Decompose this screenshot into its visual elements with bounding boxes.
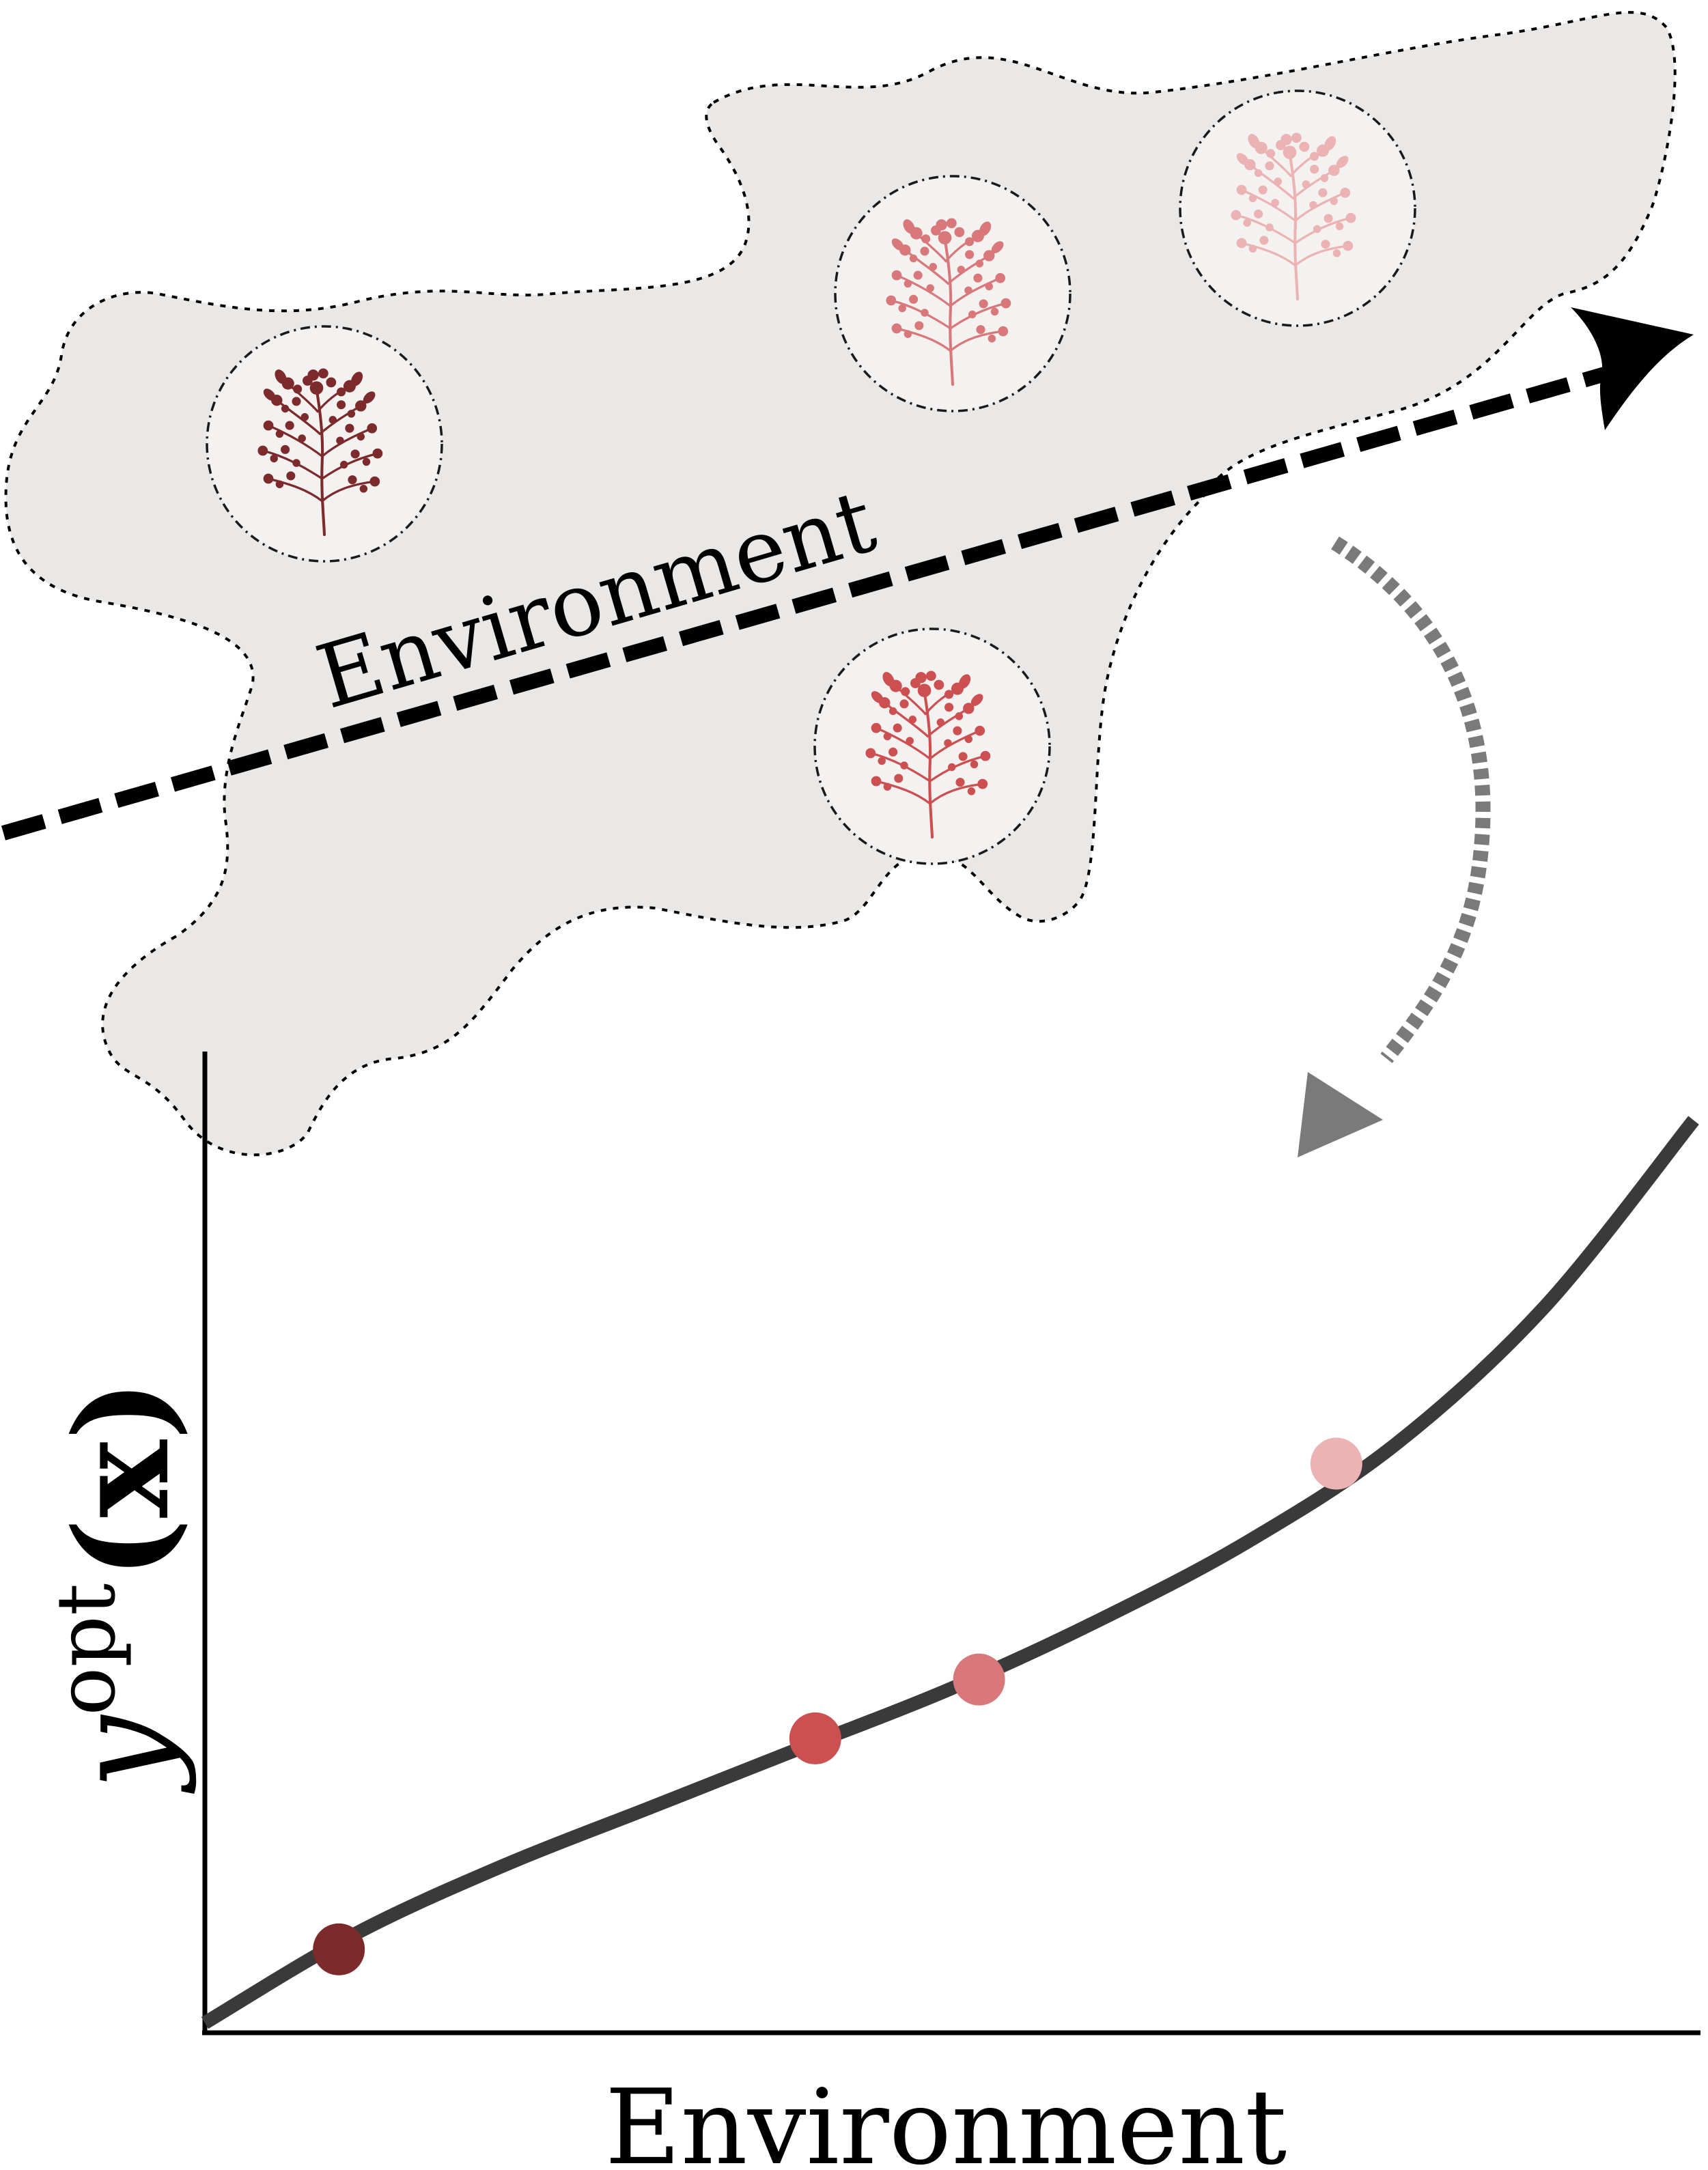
data-point-4: [1310, 1437, 1362, 1490]
sample-site-1: [206, 325, 443, 563]
data-point-2: [789, 1712, 841, 1764]
trait-plot: [201, 1052, 1700, 2035]
environment-gradient-arrow: [1, 307, 1694, 841]
arrow-head-icon: [1571, 307, 1694, 430]
sample-site-2: [813, 628, 1051, 865]
optimum-curve: [201, 1116, 1699, 2029]
x-axis-label: Environment: [605, 2067, 1287, 2170]
mapping-arrow: [1298, 536, 1491, 1157]
sample-site-4: [1179, 89, 1416, 327]
data-point-1: [313, 1923, 365, 1975]
y-axis-label: yopt(x): [39, 1379, 198, 1794]
sample-site-3: [834, 175, 1072, 412]
svg-text:yopt(x): yopt(x): [39, 1379, 198, 1794]
data-point-3: [953, 1653, 1005, 1706]
mapping-arrow-head-icon: [1298, 1072, 1383, 1157]
environment-region: [4, 11, 1677, 1157]
